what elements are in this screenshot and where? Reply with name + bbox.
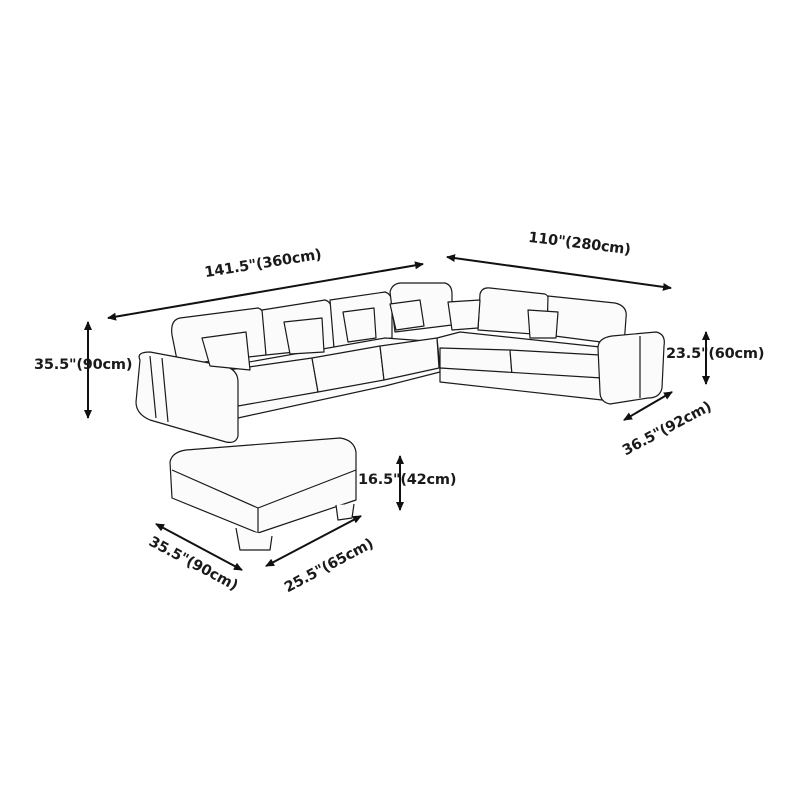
seat-height-label: 23.5"(60cm) — [666, 346, 765, 362]
dimension-arrows — [84, 254, 710, 571]
sectional-sofa — [135, 282, 665, 443]
overall-height-label: 35.5"(90cm) — [34, 357, 133, 373]
ottoman-height-label: 16.5"(42cm) — [358, 472, 457, 488]
ottoman — [169, 437, 357, 551]
